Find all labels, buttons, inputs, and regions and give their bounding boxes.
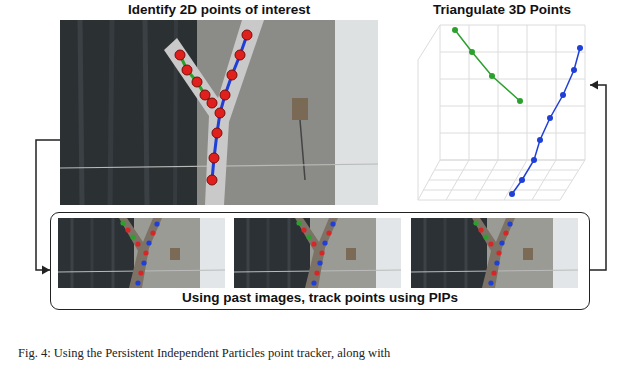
arrowhead [42,266,50,275]
arrowhead [590,81,598,90]
panel-heading: Identify 2D points of interest [128,2,310,18]
figure-caption: Fig. 4: Using the Persistent Independent… [18,346,390,361]
flow-arrow [36,140,60,275]
panel-heading: Triangulate 3D Points [433,2,571,18]
plot-panel: Triangulate 3D Points [415,2,590,205]
connector-line [590,85,606,270]
connector-line [36,140,60,270]
panel-heading: Using past images, track points using PI… [182,290,458,306]
flow-arrow [590,81,606,271]
tracking-box: Using past images, track points using PI… [50,212,590,310]
image-panel: Identify 2D points of interest [60,2,378,205]
